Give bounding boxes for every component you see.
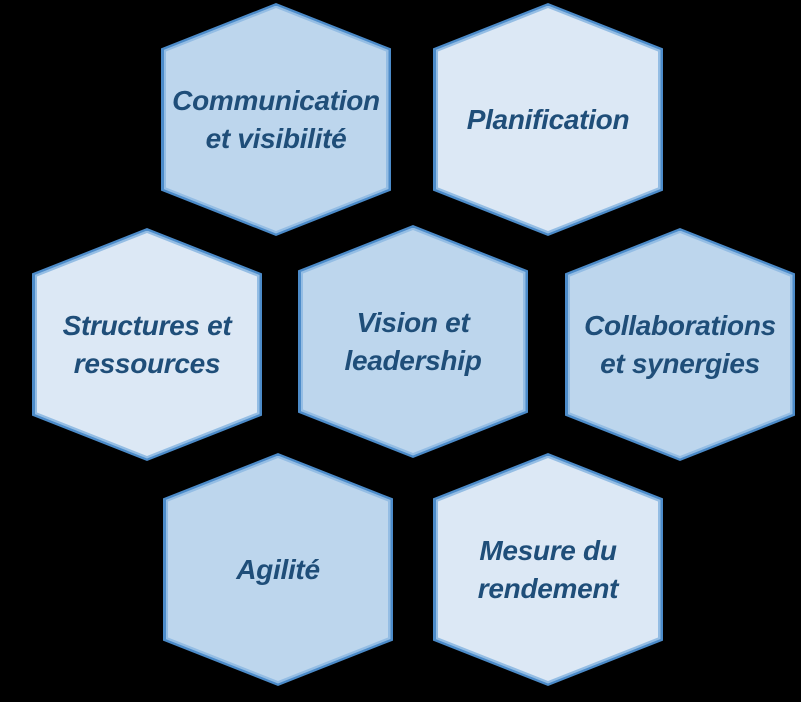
hexagon-label: Agilité [236, 553, 320, 585]
hexagon-fill [168, 458, 388, 681]
hexagon-structures-et-ressources: Structures et ressources [32, 228, 262, 461]
hexagon-label: Communication et visibilité [172, 84, 380, 154]
hexagon-label: Vision et leadership [344, 306, 482, 376]
hexagon-collaborations-et-synergies: Collaborations et synergies [565, 228, 795, 461]
hexagon-label: Mesure du rendement [477, 534, 619, 604]
hexagon-label: Planification [466, 103, 630, 135]
hexagon-fill [37, 233, 257, 456]
hexagon-communication-et-visibilite: Communication et visibilité [161, 3, 391, 236]
hexagon-fill [570, 233, 790, 456]
hexagon-agilite: Agilité [163, 453, 393, 686]
hexagon-fill [303, 230, 523, 453]
hexagon-fill [166, 8, 386, 231]
hexagon-fill [438, 8, 658, 231]
hexagon-mesure-du-rendement: Mesure du rendement [433, 453, 663, 686]
hexagon-planification: Planification [433, 3, 663, 236]
hexagon-fill [438, 458, 658, 681]
hexagon-label: Collaborations et synergies [584, 309, 776, 379]
hexagon-label: Structures et ressources [62, 309, 232, 379]
hexagon-vision-et-leadership: Vision et leadership [298, 225, 528, 458]
